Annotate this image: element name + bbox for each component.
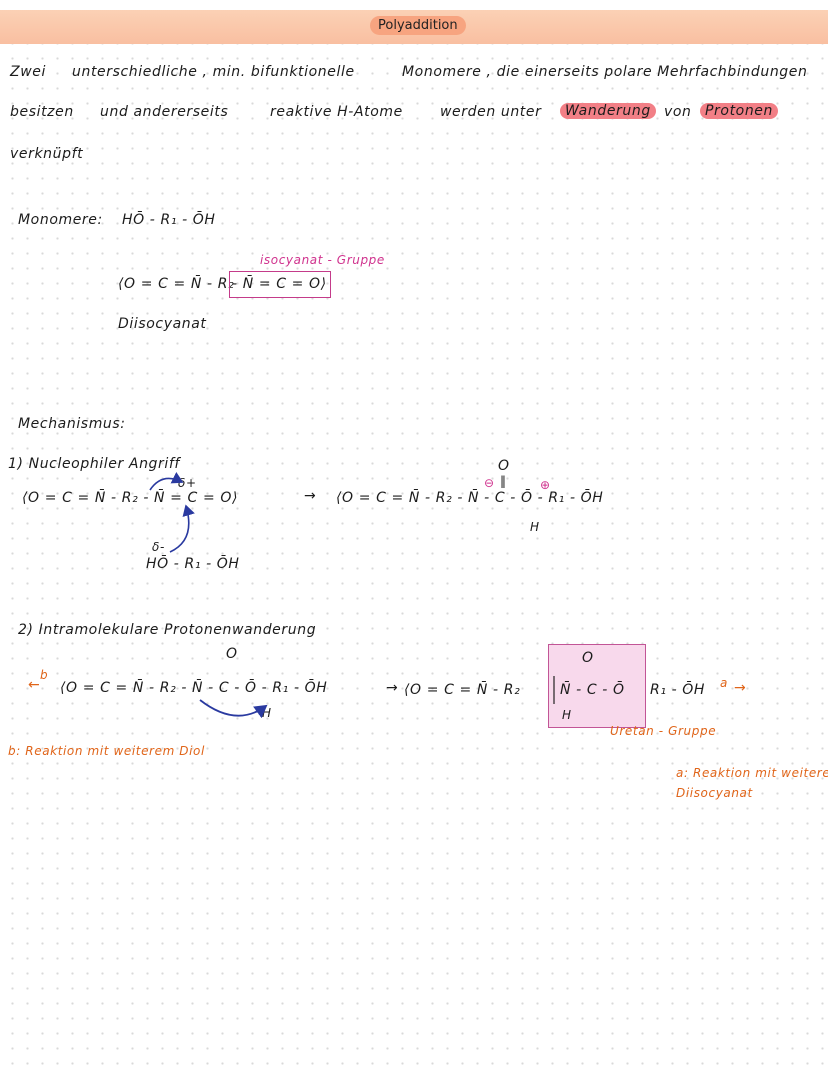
step1-reactant-diol: HŌ - R₁ - ŌH <box>146 556 240 572</box>
step1-charge-neg: ⊖ <box>484 476 495 490</box>
note-b: b: Reaktion mit weiterem Diol <box>8 744 205 758</box>
isocyanat-box <box>229 271 331 298</box>
step2-proton-arrow <box>199 699 268 719</box>
diisocyanat-label: Diisocyanat <box>118 316 207 332</box>
step2-back-arrow: ← <box>28 677 41 693</box>
step1-bond-shift-arrow <box>149 471 184 491</box>
step2-reactant: ⟨O = C = N̄ - R₂ - N̄ - C - Ō - R₁ - ŌH <box>60 680 328 696</box>
step1-attack-arrow <box>169 504 195 553</box>
uretan-box <box>548 644 646 728</box>
step2-back-label: b <box>40 668 49 682</box>
intro-line1-a: Zwei <box>10 64 46 80</box>
step2-forward-label: a <box>720 676 728 690</box>
highlight-protonen-text: Protonen <box>700 103 778 119</box>
monomer-diiso-left: ⟨O = C = N̄ - R₂ <box>118 276 235 292</box>
intro-line2-a: besitzen <box>10 104 74 120</box>
step2-product-h: H <box>562 708 572 722</box>
intro-line3: verknüpft <box>10 146 84 162</box>
monomer-diiso-boxed: - N̄ = C = O⟩ <box>232 276 327 292</box>
isocyanat-label: isocyanat - Gruppe <box>260 253 385 267</box>
step2-reactant-top-o: O <box>226 646 238 662</box>
intro-highlight-protonen: Protonen <box>700 103 778 119</box>
step1-title: 1) Nucleophiler Angriff <box>8 456 180 472</box>
step1-delta-minus: δ- <box>152 540 165 554</box>
uretan-label: Uretan - Gruppe <box>610 724 717 738</box>
step1-reactant-iso: ⟨O = C = N̄ - R₂ - N̄ = C = O⟩ <box>22 490 239 506</box>
page-title: Polyaddition <box>370 16 466 35</box>
step1-product: ⟨O = C = N̄ - R₂ - N̄ - C - Ō - R₁ - ŌH <box>336 490 604 506</box>
intro-line2-b: und andererseits <box>100 104 229 120</box>
step1-charge-pos: ⊕ <box>540 478 551 492</box>
intro-line2-c: reaktive H-Atome <box>270 104 403 120</box>
step2-product-right: R₁ - ŌH <box>650 682 706 698</box>
note-a-line2: Diisocyanat <box>676 786 753 800</box>
note-a-line1: a: Reaktion mit weiterem <box>676 766 828 780</box>
intro-line2-d: werden unter <box>440 104 542 120</box>
step2-product-left: ⟨O = C = N̄ - R₂ <box>404 682 521 698</box>
step1-arrow: → <box>304 488 317 504</box>
step1-product-h: H <box>530 520 540 534</box>
mechanism-heading: Mechanismus: <box>18 416 126 432</box>
monomer-diol: HŌ - R₁ - ŌH <box>122 212 216 228</box>
intro-line1-b: unterschiedliche , min. bifunktionelle <box>72 64 355 80</box>
step1-product-top-o: O <box>498 458 510 474</box>
highlight-wanderung-text: Wanderung <box>560 103 656 119</box>
step2-title: 2) Intramolekulare Protonenwanderung <box>18 622 317 638</box>
step2-product-top-o: O <box>582 650 594 666</box>
monomers-label: Monomere: <box>18 212 103 228</box>
intro-line2-e: von <box>664 104 692 120</box>
step1-product-bond: ‖ <box>500 474 507 488</box>
step2-product-boxed: N̄ - C - Ō <box>560 682 625 698</box>
intro-highlight-wanderung: Wanderung <box>560 103 656 119</box>
step2-forward-arrow: → <box>734 680 747 696</box>
step2-arrow: → <box>386 680 399 696</box>
intro-line1-c: Monomere , die einerseits polare Mehrfac… <box>402 64 808 80</box>
